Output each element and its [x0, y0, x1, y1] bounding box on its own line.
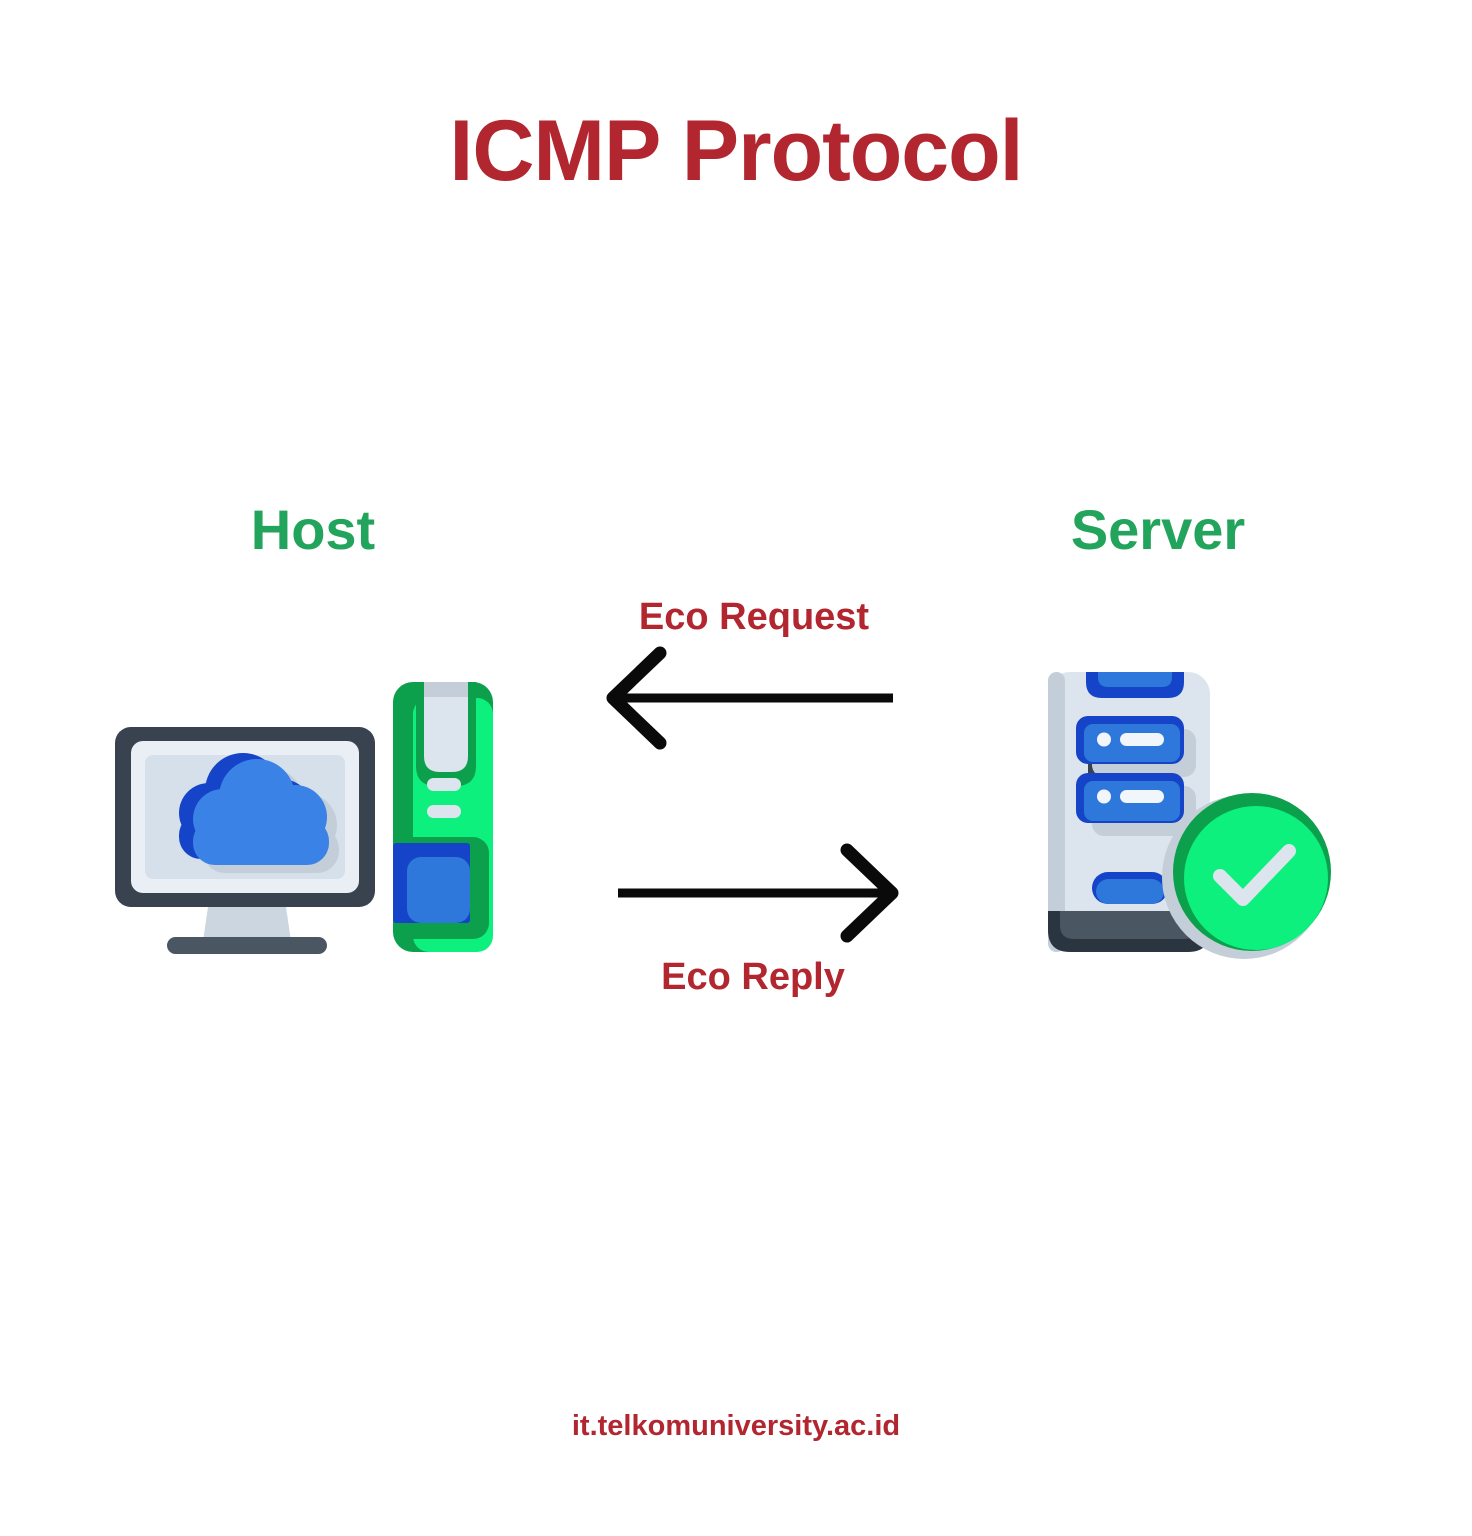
monitor — [115, 727, 375, 954]
eco-reply-arrow-icon — [618, 843, 899, 943]
vent-pill — [427, 778, 461, 791]
eco-request-arrow-icon — [606, 646, 893, 750]
vent-pill — [427, 805, 461, 818]
monitor-base — [167, 937, 327, 954]
eco-reply-label: Eco Reply — [661, 956, 845, 998]
drive-slot — [424, 682, 468, 772]
host-computer-icon — [115, 682, 493, 954]
footer-url: it.telkomuniversity.ac.id — [571, 1410, 901, 1442]
server-device-icon — [1048, 672, 1331, 959]
server-unit — [1076, 716, 1184, 764]
server-body — [1048, 672, 1210, 952]
checkmark — [1213, 844, 1296, 906]
page-title: ICMP Protocol — [449, 103, 1023, 199]
tower-case — [393, 682, 493, 952]
server-unit — [1076, 773, 1184, 823]
monitor-stand — [203, 907, 291, 941]
eco-request-label: Eco Request — [638, 596, 870, 638]
check-circle-icon — [1162, 793, 1331, 959]
host-label: Host — [250, 498, 376, 561]
cloud-icon — [179, 753, 339, 873]
server-label: Server — [1070, 498, 1246, 561]
